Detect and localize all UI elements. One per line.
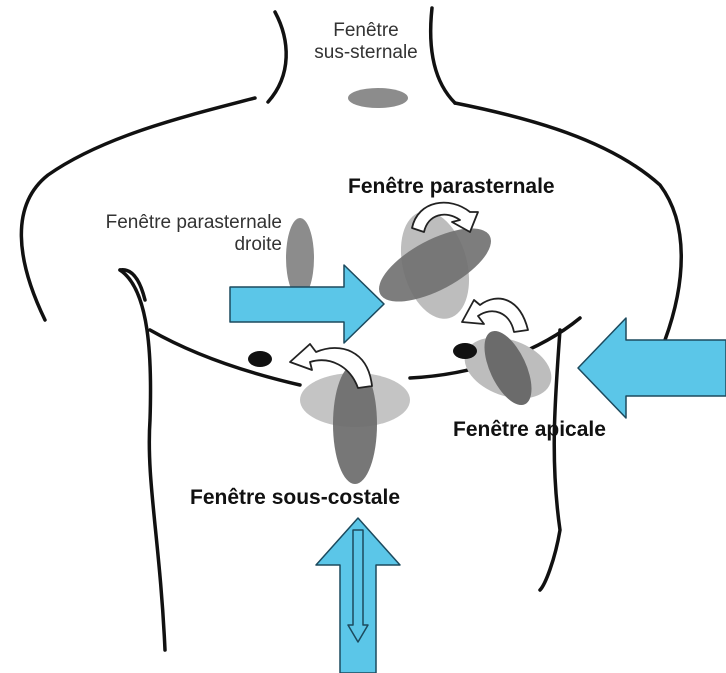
subcostal-label: Fenêtre sous-costale: [190, 486, 400, 510]
right-parasternal-label-line1: Fenêtre parasternale: [40, 212, 282, 234]
right-parasternal-window-marker: [286, 218, 314, 298]
apical-label: Fenêtre apicale: [453, 418, 606, 442]
left-torso-side: [120, 270, 165, 650]
apical-rotation-arrow: [462, 299, 528, 332]
suprasternal-label-line2: sus-sternale: [312, 42, 420, 64]
apical-window-marker: [456, 324, 560, 412]
suprasternal-window-marker: [348, 88, 408, 108]
left-costal-margin: [150, 330, 300, 385]
neck-left-line: [268, 12, 286, 102]
apical-probe-arrow: [578, 318, 726, 418]
right-nipple-dot: [453, 343, 477, 359]
probe-arrows: [230, 265, 726, 673]
suprasternal-label-line1: Fenêtre: [296, 20, 436, 42]
right-parasternal-label: Fenêtre parasternale droite: [40, 212, 282, 256]
left-nipple-dot: [248, 351, 272, 367]
left-shoulder-line: [21, 98, 255, 320]
parasternal-label: Fenêtre parasternale: [348, 175, 555, 199]
suprasternal-label: Fenêtre sus-sternale: [296, 20, 436, 64]
right-parasternal-label-line2: droite: [40, 234, 282, 256]
